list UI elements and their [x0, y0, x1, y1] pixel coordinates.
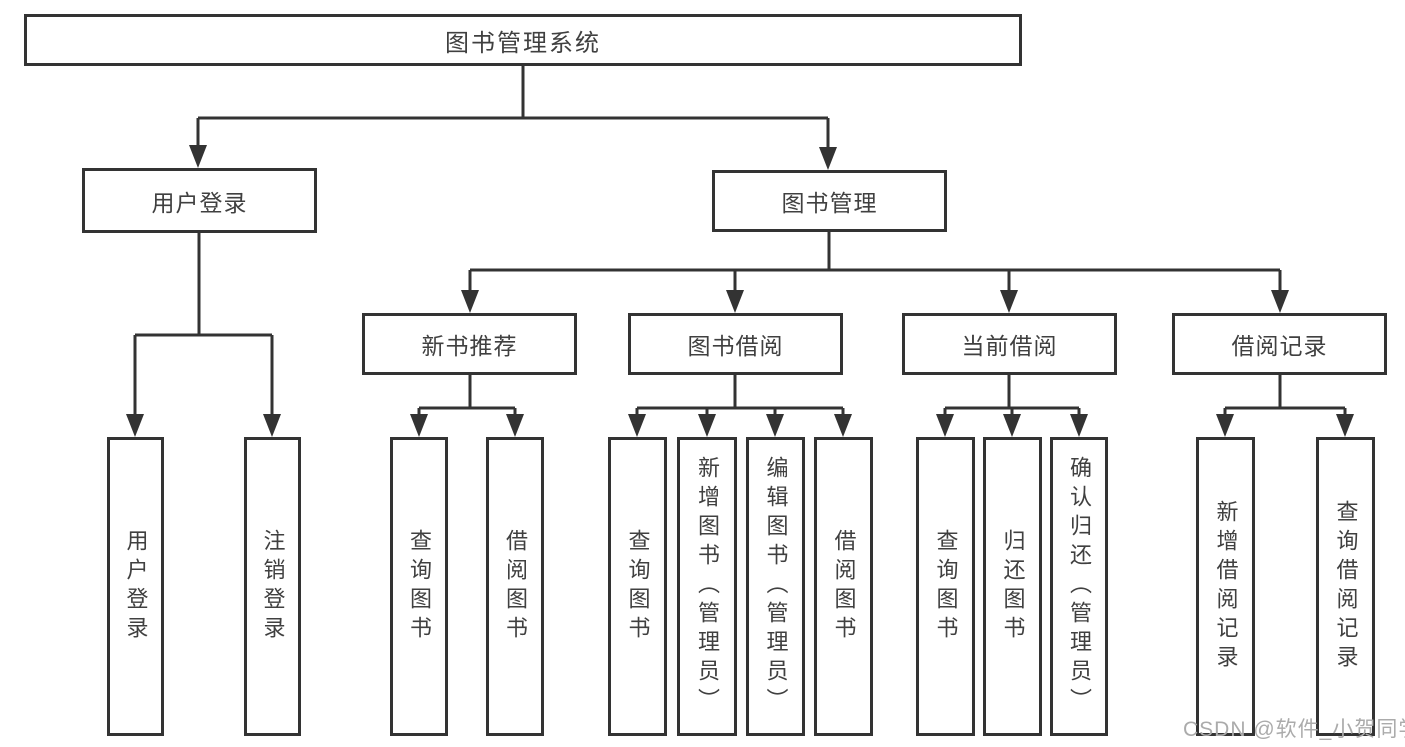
leaf-query-books-recommend: 查询图书 — [390, 437, 448, 736]
leaf-return-books: 归还图书 — [983, 437, 1042, 736]
leaf-borrow-books-recommend: 借阅图书 — [486, 437, 544, 736]
node-user-login: 用户登录 — [82, 168, 317, 233]
leaf-user-login: 用户登录 — [107, 437, 164, 736]
node-current-borrowing: 当前借阅 — [902, 313, 1117, 375]
node-new-book-recommendation: 新书推荐 — [362, 313, 577, 375]
csdn-watermark: CSDN @软件_小贺同学 — [1183, 718, 1405, 741]
leaf-add-books-admin: 新增图书（管理员） — [677, 437, 737, 736]
leaf-borrow-books: 借阅图书 — [814, 437, 873, 736]
node-borrowing-records: 借阅记录 — [1172, 313, 1387, 375]
leaf-logout: 注销登录 — [244, 437, 301, 736]
node-library-management-system: 图书管理系统 — [24, 14, 1022, 66]
leaf-query-borrow-record: 查询借阅记录 — [1316, 437, 1375, 736]
leaf-confirm-return-admin: 确认归还（管理员） — [1050, 437, 1108, 736]
leaf-query-books-current: 查询图书 — [916, 437, 975, 736]
node-book-borrowing: 图书借阅 — [628, 313, 843, 375]
leaf-add-borrow-record: 新增借阅记录 — [1196, 437, 1255, 736]
leaf-edit-books-admin: 编辑图书（管理员） — [746, 437, 805, 736]
node-book-management: 图书管理 — [712, 170, 947, 232]
leaf-query-books-borrowing: 查询图书 — [608, 437, 667, 736]
